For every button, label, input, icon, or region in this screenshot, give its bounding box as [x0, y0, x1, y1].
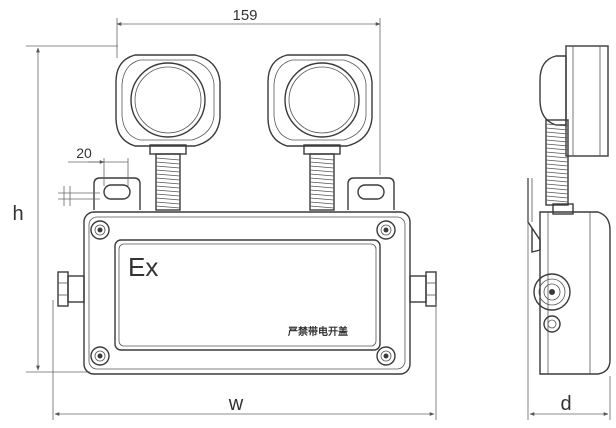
depth-label: d	[560, 393, 571, 415]
slot-height-dimension	[58, 186, 100, 206]
left-cable-gland	[57, 271, 85, 307]
left-flex-neck	[155, 153, 181, 211]
right-cable-gland	[409, 271, 437, 307]
width-dimension: w	[52, 300, 437, 420]
right-lamp-head	[267, 54, 373, 155]
ex-mark: Ex	[128, 252, 158, 282]
top-span-dimension: 159	[116, 7, 381, 175]
right-mount-bracket	[347, 177, 395, 210]
side-view	[527, 45, 611, 375]
depth-dimension: d	[527, 178, 611, 420]
left-mount-bracket	[93, 177, 141, 210]
top-span-label: 159	[232, 7, 257, 24]
left-lamp-head	[115, 54, 221, 155]
right-flex-neck	[309, 153, 335, 211]
width-label: w	[228, 393, 244, 415]
bracket-offset-dimension: 20	[68, 145, 129, 186]
main-enclosure	[83, 211, 411, 375]
bracket-offset-label: 20	[76, 145, 92, 161]
warning-caption: 严禁带电开盖	[287, 325, 348, 338]
height-dimension: h	[12, 45, 118, 373]
height-label: h	[12, 203, 23, 225]
